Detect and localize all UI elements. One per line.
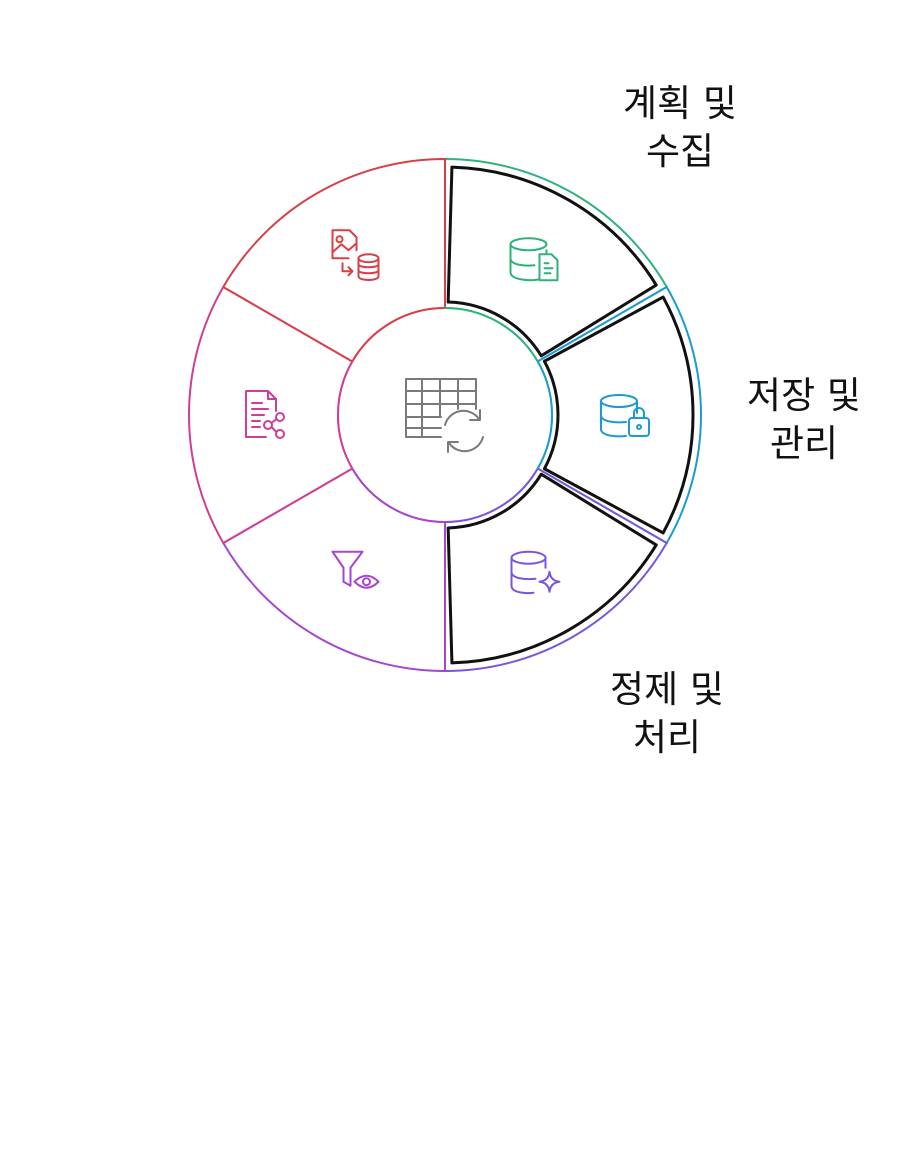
label-planning: 계획 및 수집 [560, 80, 800, 176]
database-lock-icon [600, 394, 650, 438]
label-cleansing: 정제 및 처리 [547, 666, 787, 762]
segment-planning [444, 157, 669, 363]
segment-cleansing [444, 467, 669, 673]
center-rim-cleansing [444, 467, 539, 523]
database-document-icon [509, 237, 559, 282]
document-share-icon [245, 390, 285, 439]
label-cleansing-line-2: 처리 [632, 716, 702, 759]
segment-planning-outline [446, 165, 658, 358]
image-to-database-icon [331, 229, 380, 281]
label-planning-line-2: 수집 [645, 130, 715, 173]
table-refresh-icon [405, 378, 484, 453]
label-storage-line-1: 저장 및 [747, 374, 861, 417]
segment-cleansing-outline [446, 472, 658, 665]
center-rim-analysis [351, 467, 446, 523]
database-sparkle-icon [510, 550, 561, 595]
center-rim-archiving [351, 307, 446, 363]
center-rim-storage [536, 361, 553, 469]
label-cleansing-line-1: 정제 및 [610, 668, 724, 711]
label-storage-line-2: 관리 [769, 422, 839, 465]
center-disk [338, 308, 552, 522]
center-rim-planning [444, 307, 539, 363]
segment-storage-outline [542, 295, 695, 535]
filter-eye-icon [331, 550, 380, 589]
segment-storage [536, 285, 702, 545]
label-planning-line-1: 계획 및 [623, 82, 737, 125]
center-rim-sharing [337, 361, 354, 469]
label-storage: 저장 및 관리 [684, 372, 922, 468]
